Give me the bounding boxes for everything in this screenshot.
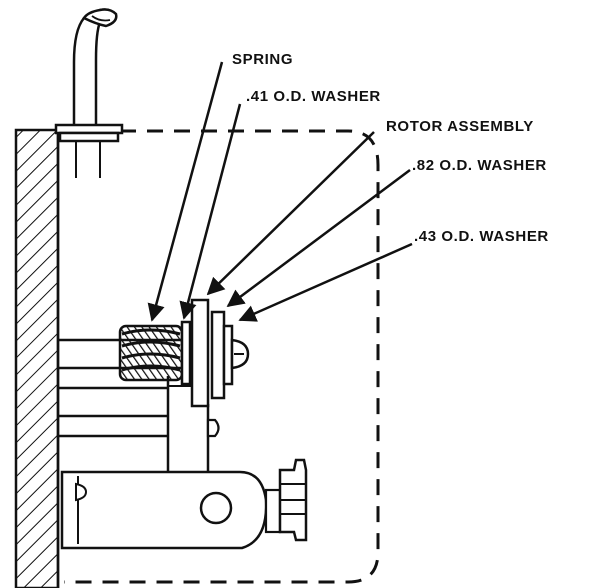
housing-hole bbox=[199, 491, 233, 525]
label-washer-41: .41 O.D. WASHER bbox=[246, 88, 381, 105]
cable-clamp bbox=[54, 123, 124, 178]
rotor-screw bbox=[230, 338, 250, 370]
power-cable bbox=[72, 8, 118, 129]
washer-43-leader bbox=[238, 242, 413, 322]
lower-housing bbox=[60, 470, 268, 550]
spring-leader bbox=[147, 61, 224, 322]
washer-82 bbox=[210, 310, 226, 400]
washer-82-leader bbox=[226, 168, 411, 308]
washer-41-leader bbox=[179, 103, 242, 320]
adjustment-knob bbox=[264, 458, 308, 542]
mounting-wall bbox=[14, 128, 60, 588]
vertical-bracket bbox=[166, 376, 220, 472]
middle-shafts bbox=[58, 386, 168, 438]
label-washer-43: .43 O.D. WASHER bbox=[414, 228, 549, 245]
enclosure-outline bbox=[64, 129, 380, 584]
spring bbox=[118, 324, 184, 382]
washer-41 bbox=[180, 320, 192, 386]
label-washer-82: .82 O.D. WASHER bbox=[412, 157, 547, 174]
label-spring: SPRING bbox=[232, 51, 293, 68]
leader-lines bbox=[147, 61, 413, 322]
label-rotor-assembly: ROTOR ASSEMBLY bbox=[386, 118, 534, 135]
rotor-disc bbox=[190, 298, 210, 408]
rotor-leader bbox=[206, 131, 375, 296]
